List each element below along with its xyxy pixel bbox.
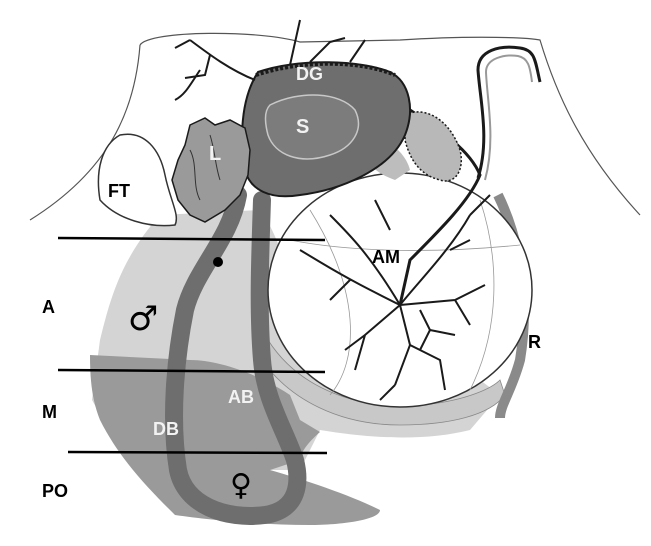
section-line-3: [68, 452, 327, 453]
label-am: AM: [372, 247, 400, 267]
female-symbol: ♀: [230, 468, 252, 503]
dotted-bulge: [405, 112, 461, 181]
male-symbol: ♂: [128, 299, 158, 339]
label-dg: DG: [296, 64, 323, 84]
label-l: L: [209, 143, 221, 165]
label-ft: FT: [108, 181, 130, 201]
label-db: DB: [153, 419, 179, 439]
label-r: R: [528, 332, 541, 352]
label-ab: AB: [228, 387, 254, 407]
label-a: A: [42, 297, 55, 317]
label-s: S: [296, 116, 309, 138]
label-po: PO: [42, 481, 68, 501]
marker-dot: [213, 257, 223, 267]
label-m: M: [42, 402, 57, 422]
ft-outline: [98, 134, 176, 225]
hook-vessel-inner: [485, 56, 532, 180]
